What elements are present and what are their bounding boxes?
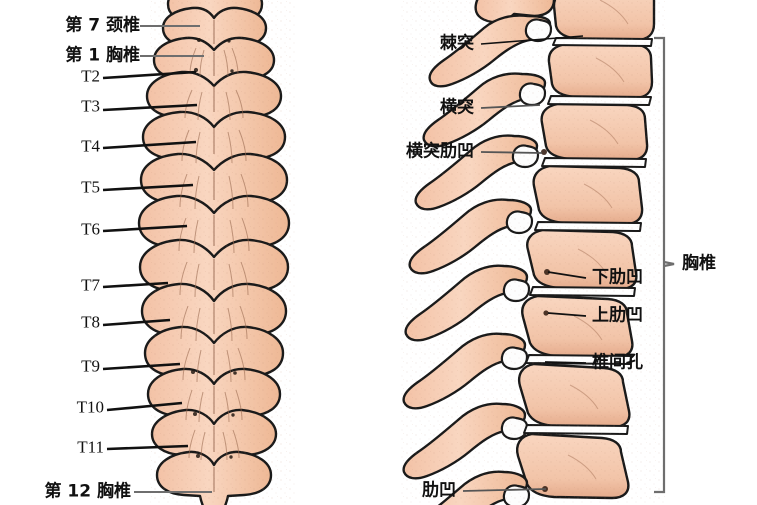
label-costal-fovea: 肋凹	[422, 480, 456, 501]
label-t10: T10	[76, 397, 104, 417]
label-thoracic-vertebrae-bracket: 胸椎	[682, 253, 716, 274]
label-t8: T8	[81, 312, 100, 332]
leader-t5	[102, 183, 194, 192]
leader-t8	[102, 318, 171, 327]
leader-t4	[102, 140, 197, 150]
leader-t3	[102, 103, 198, 112]
thoracic-bracket	[654, 36, 675, 494]
posterior-spine-art	[137, 0, 295, 505]
leader-spinous-process	[480, 35, 584, 45]
leader-t6	[102, 224, 188, 233]
label-t3: T3	[81, 96, 100, 116]
left-leader-lines	[102, 25, 212, 493]
label-superior-costal-facet: 上肋凹	[592, 305, 643, 326]
leader-transverse-costal-facet	[480, 151, 543, 154]
label-t2: T2	[81, 66, 100, 86]
bracket-pointer	[663, 260, 675, 268]
bracket-path	[654, 36, 666, 494]
leader-t11	[106, 444, 189, 451]
label-c7: 第 7 颈椎	[65, 15, 140, 36]
label-t12: 第 12 胸椎	[44, 481, 132, 502]
label-spinous-process: 棘突	[440, 33, 474, 54]
lateral-spine-art	[400, 0, 665, 505]
leader-intervertebral-foramen	[544, 361, 587, 364]
label-t7: T7	[81, 275, 100, 295]
right-leader-lines	[462, 35, 587, 492]
leader-costal-fovea	[462, 488, 547, 492]
label-intervertebral-foramen: 椎间孔	[592, 352, 643, 373]
leader-transverse-process	[480, 104, 541, 109]
leader-t9	[102, 362, 181, 371]
leader-t7	[102, 281, 169, 289]
label-t1: 第 1 胸椎	[65, 45, 140, 66]
label-inferior-costal-facet: 下肋凹	[592, 267, 643, 288]
label-t6: T6	[81, 219, 100, 239]
leader-inferior-costal-facet	[547, 271, 587, 279]
label-transverse-process: 横突	[440, 97, 474, 118]
leader-superior-costal-facet	[547, 312, 587, 317]
label-t4: T4	[81, 136, 100, 156]
leader-t10	[106, 401, 183, 412]
leader-t2	[102, 70, 197, 80]
label-t9: T9	[81, 356, 100, 376]
label-t11: T11	[77, 437, 104, 457]
label-transverse-costal-facet: 横突肋凹	[406, 141, 474, 162]
label-t5: T5	[81, 177, 100, 197]
